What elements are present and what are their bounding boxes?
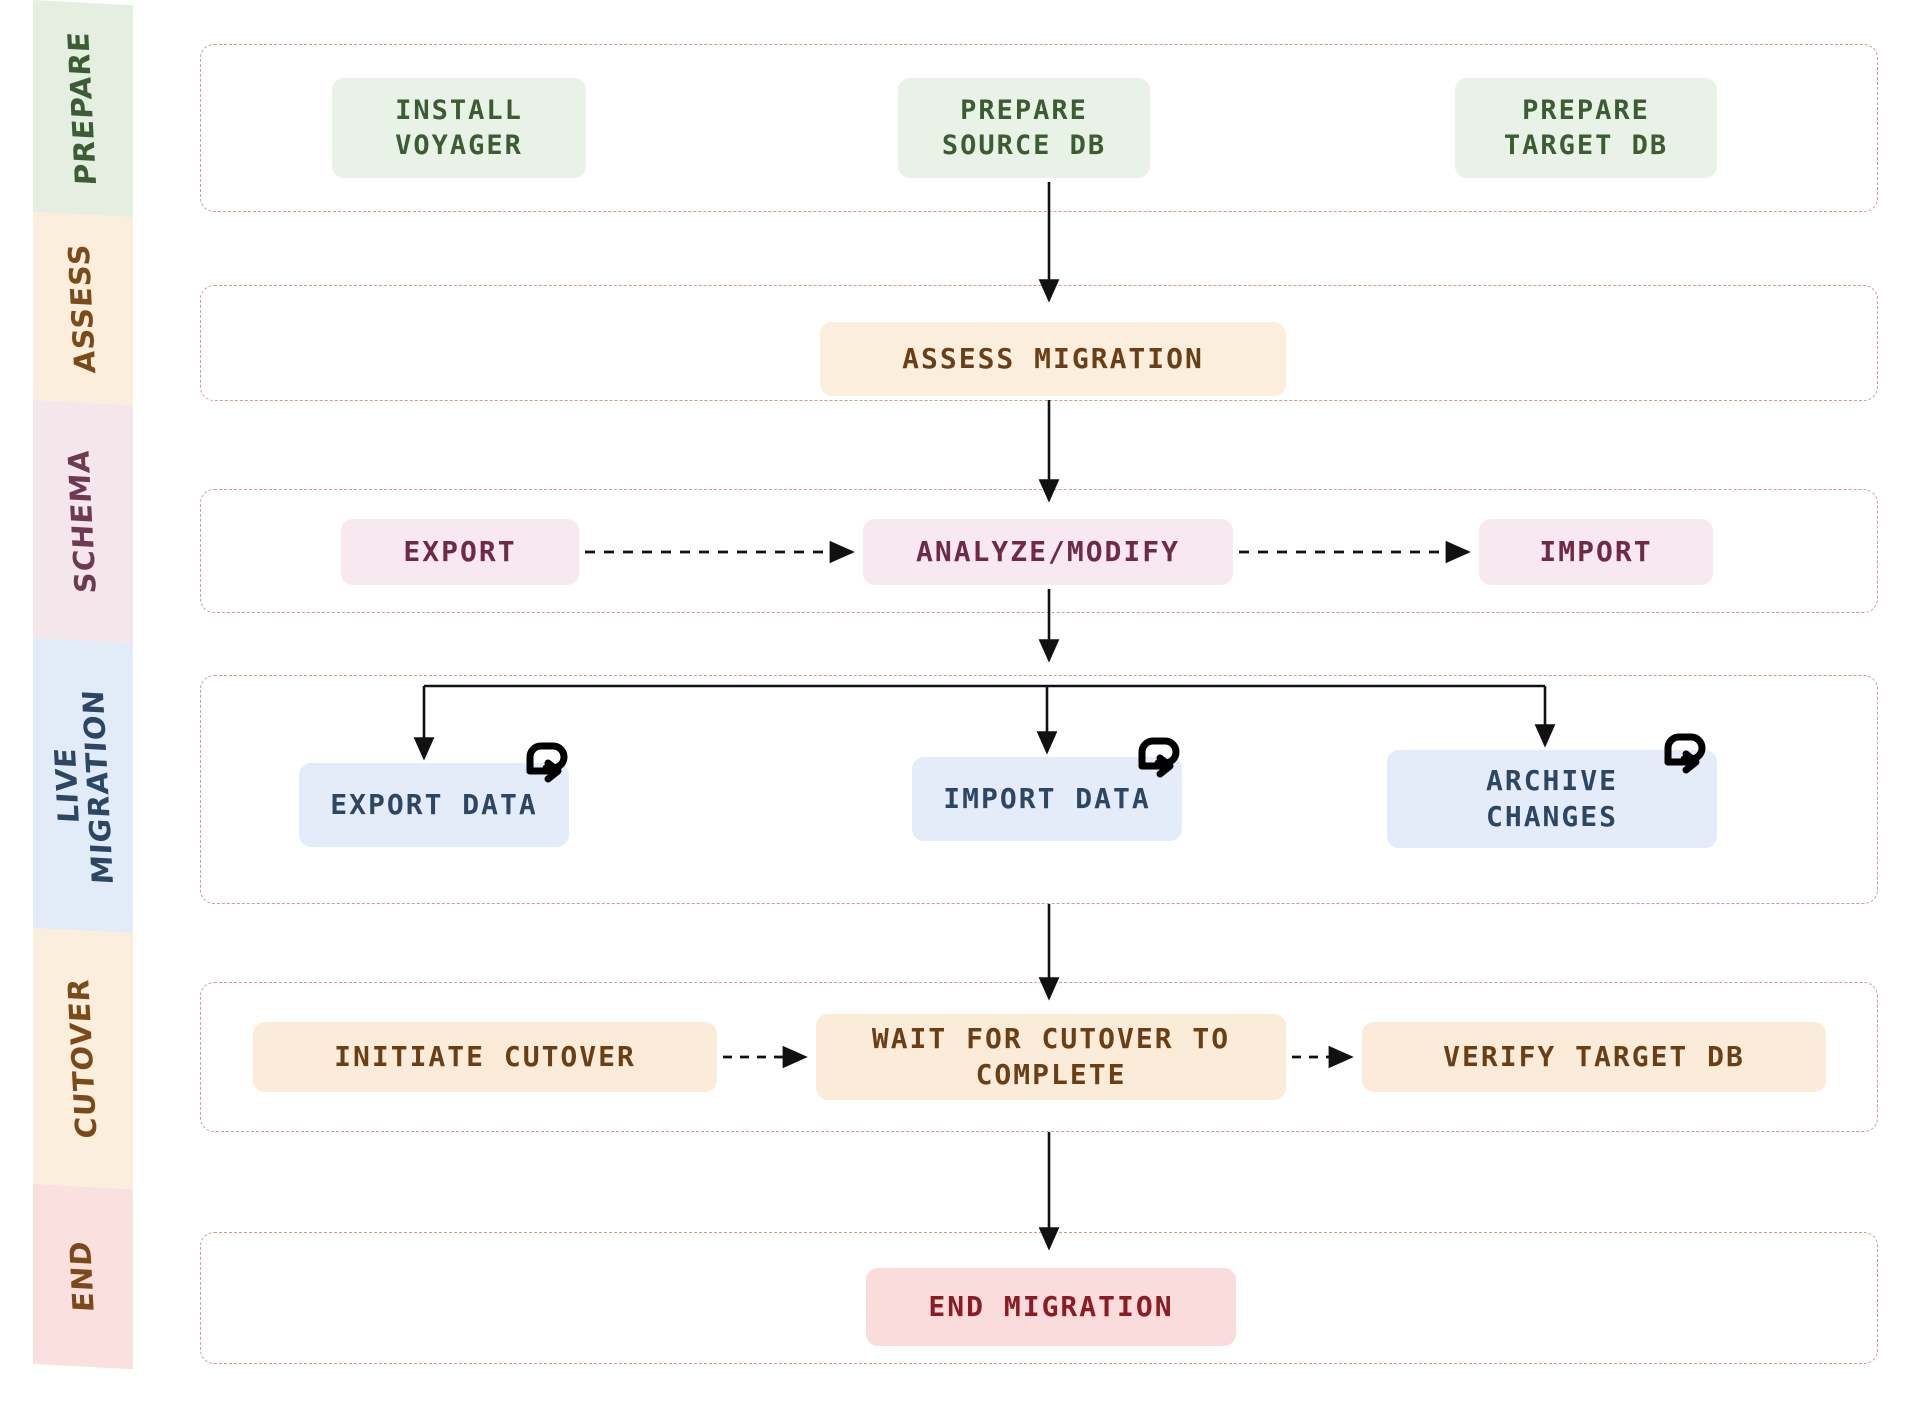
node-prepare-source-db[interactable]: PREPARE SOURCE DB [898,78,1150,178]
stage-label-end: END [63,1240,102,1314]
stage-band-schema[interactable]: SCHEMA [33,400,133,644]
row-container-prepare [200,44,1878,212]
node-verify-target-db[interactable]: VERIFY TARGET DB [1362,1022,1826,1092]
node-schema-analyze-modify[interactable]: ANALYZE/MODIFY [863,519,1233,585]
stage-band-end[interactable]: END [33,1184,133,1370]
node-end-migration[interactable]: END MIGRATION [866,1268,1236,1346]
stage-band-cutover[interactable]: CUTOVER [33,928,133,1190]
stage-label-schema: SCHEMA [61,448,104,595]
row-container-live-migration [200,675,1878,904]
stage-band-prepare[interactable]: PREPARE [33,0,133,218]
node-install-voyager[interactable]: INSTALL VOYAGER [332,78,586,178]
node-prepare-target-db[interactable]: PREPARE TARGET DB [1455,78,1717,178]
stage-band-assess[interactable]: ASSESS [33,212,133,406]
node-import-data[interactable]: IMPORT DATA [912,757,1182,841]
stage-rail: PREPARE ASSESS SCHEMA LIVE MIGRATION CUT… [33,0,133,1410]
node-initiate-cutover[interactable]: INITIATE CUTOVER [253,1022,717,1092]
stage-label-live-migration: LIVE MIGRATION [47,688,121,885]
stage-label-prepare: PREPARE [61,30,104,187]
node-schema-export[interactable]: EXPORT [341,519,579,585]
node-assess-migration[interactable]: ASSESS MIGRATION [820,322,1286,396]
node-archive-changes[interactable]: ARCHIVE CHANGES [1387,750,1717,848]
stage-label-assess: ASSESS [61,242,103,375]
node-export-data[interactable]: EXPORT DATA [299,763,569,847]
node-schema-import[interactable]: IMPORT [1479,519,1713,585]
stage-band-live-migration[interactable]: LIVE MIGRATION [33,638,133,934]
stage-label-cutover: CUTOVER [61,977,104,1140]
node-wait-for-cutover[interactable]: WAIT FOR CUTOVER TO COMPLETE [816,1014,1286,1100]
